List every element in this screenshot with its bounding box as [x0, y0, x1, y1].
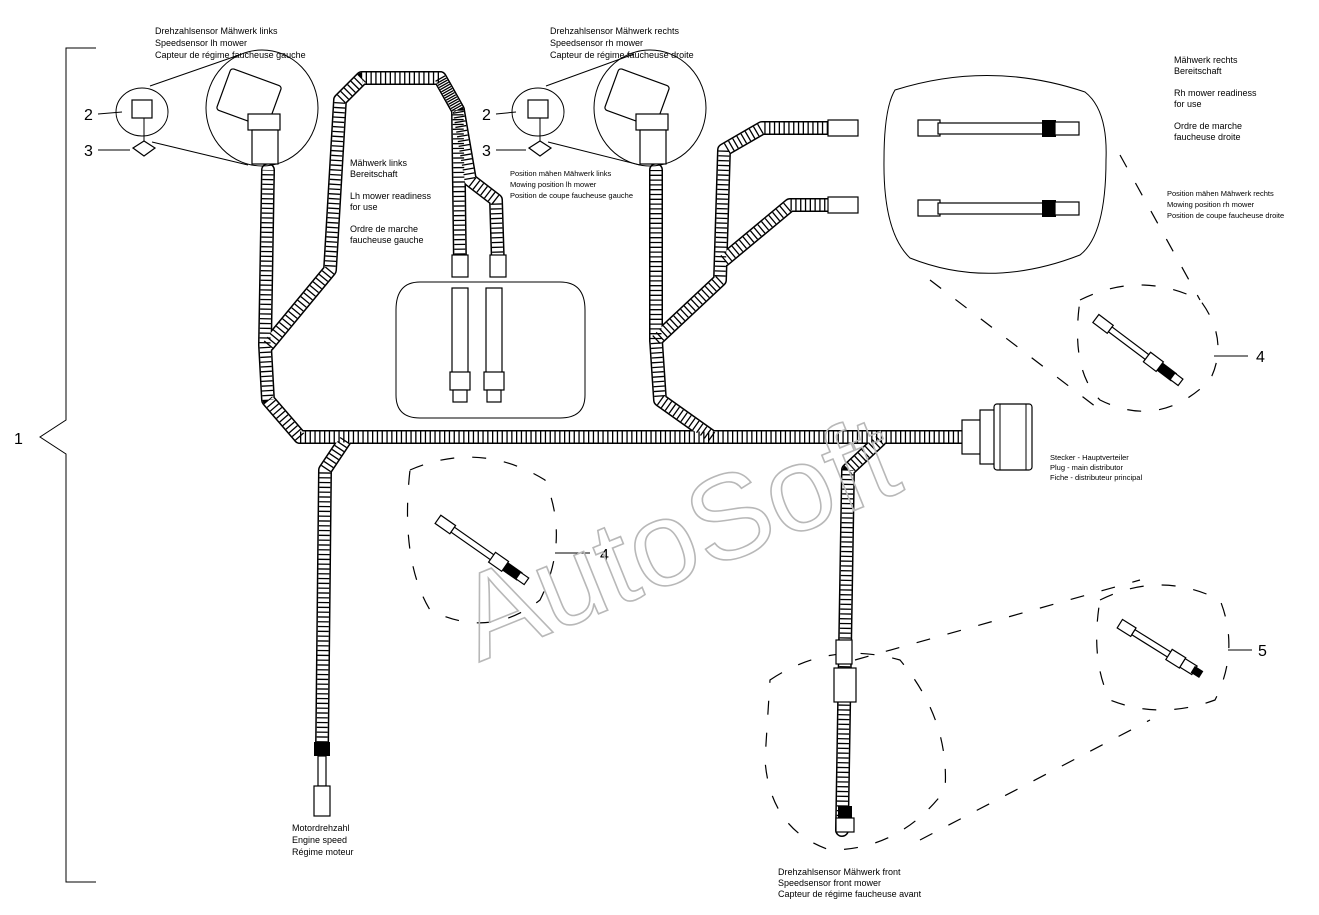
readiness-lh-line6: faucheuse gauche — [350, 235, 424, 245]
speedsensor-rh-de: Drehzahlsensor Mähwerk rechts — [550, 26, 680, 36]
front-mower-sensor-detail — [764, 579, 1252, 851]
speedsensor-lh-parts — [97, 53, 249, 166]
lh-mower-sensor-detail — [406, 456, 590, 624]
callout-1: 1 — [14, 431, 23, 448]
readiness-lh-line1: Mähwerk links — [350, 158, 408, 168]
label-speedsensor-front: Drehzahlsensor Mähwerk front Speedsensor… — [778, 867, 922, 899]
speedsensor-rh-connector — [593, 49, 707, 167]
readiness-rh-line5: Ordre de marche — [1174, 121, 1242, 131]
label-speedsensor-lh: Drehzahlsensor Mähwerk links Speedsensor… — [155, 26, 306, 60]
speedsensor-rh-en: Speedsensor rh mower — [550, 38, 643, 48]
main-plug-fr: Fiche - distributeur principal — [1050, 473, 1142, 482]
callout-2-rh: 2 — [482, 107, 491, 124]
readiness-rh-line3: Rh mower readiness — [1174, 88, 1257, 98]
speedsensor-lh-fr: Capteur de régime faucheuse gauche — [155, 50, 306, 60]
position-lh-en: Mowing position lh mower — [510, 180, 597, 189]
readiness-lh-line5: Ordre de marche — [350, 224, 418, 234]
readiness-rh-line2: Bereitschaft — [1174, 66, 1222, 76]
engine-speed-fr: Régime moteur — [292, 847, 354, 857]
label-engine-speed: Motordrehzahl Engine speed Régime moteur — [292, 823, 354, 857]
main-plug-en: Plug - main distributor — [1050, 463, 1123, 472]
label-speedsensor-rh: Drehzahlsensor Mähwerk rechts Speedsenso… — [550, 26, 694, 60]
lh-readiness-detail — [395, 254, 586, 419]
label-position-lh: Position mähen Mähwerk links Mowing posi… — [510, 169, 633, 200]
callout-4-lh: 4 — [600, 547, 609, 564]
speedsensor-front-fr: Capteur de régime faucheuse avant — [778, 889, 922, 899]
engine-speed-de: Motordrehzahl — [292, 823, 350, 833]
label-main-plug: Stecker - Hauptverteiler Plug - main dis… — [1050, 453, 1142, 482]
position-lh-fr: Position de coupe faucheuse gauche — [510, 191, 633, 200]
engine-speed-en: Engine speed — [292, 835, 347, 845]
speedsensor-lh-de: Drehzahlsensor Mähwerk links — [155, 26, 278, 36]
label-position-rh: Position mähen Mähwerk rechts Mowing pos… — [1167, 189, 1284, 220]
callout-3-rh: 3 — [482, 143, 491, 160]
position-rh-en: Mowing position rh mower — [1167, 200, 1255, 209]
readiness-rh-line6: faucheuse droite — [1174, 132, 1241, 142]
position-rh-fr: Position de coupe faucheuse droite — [1167, 211, 1284, 220]
speedsensor-rh-parts — [495, 53, 641, 166]
readiness-lh-line3: Lh mower readiness — [350, 191, 432, 201]
rh-mower-sensor-detail — [929, 154, 1248, 412]
position-rh-de: Position mähen Mähwerk rechts — [1167, 189, 1274, 198]
readiness-lh-line2: Bereitschaft — [350, 169, 398, 179]
speedsensor-rh-fr: Capteur de régime faucheuse droite — [550, 50, 694, 60]
readiness-rh-line4: for use — [1174, 99, 1202, 109]
speedsensor-lh-en: Speedsensor lh mower — [155, 38, 247, 48]
callout-3-lh: 3 — [84, 143, 93, 160]
main-plug-de: Stecker - Hauptverteiler — [1050, 453, 1129, 462]
main-distributor-plug — [961, 403, 1033, 471]
speedsensor-front-en: Speedsensor front mower — [778, 878, 881, 888]
position-lh-de: Position mähen Mähwerk links — [510, 169, 612, 178]
speedsensor-lh-connector — [205, 49, 319, 167]
rh-readiness-detail — [827, 75, 1107, 274]
label-readiness-lh: Mähwerk links Bereitschaft Lh mower read… — [350, 158, 432, 245]
readiness-rh-line1: Mähwerk rechts — [1174, 55, 1238, 65]
callout-4-rh: 4 — [1256, 349, 1265, 366]
speedsensor-front-de: Drehzahlsensor Mähwerk front — [778, 867, 901, 877]
assembly-bracket — [39, 47, 96, 883]
label-readiness-rh: Mähwerk rechts Bereitschaft Rh mower rea… — [1174, 55, 1257, 142]
callout-5: 5 — [1258, 643, 1267, 660]
callout-2-lh: 2 — [84, 107, 93, 124]
engine-speed-connector — [313, 742, 331, 817]
readiness-lh-line4: for use — [350, 202, 378, 212]
